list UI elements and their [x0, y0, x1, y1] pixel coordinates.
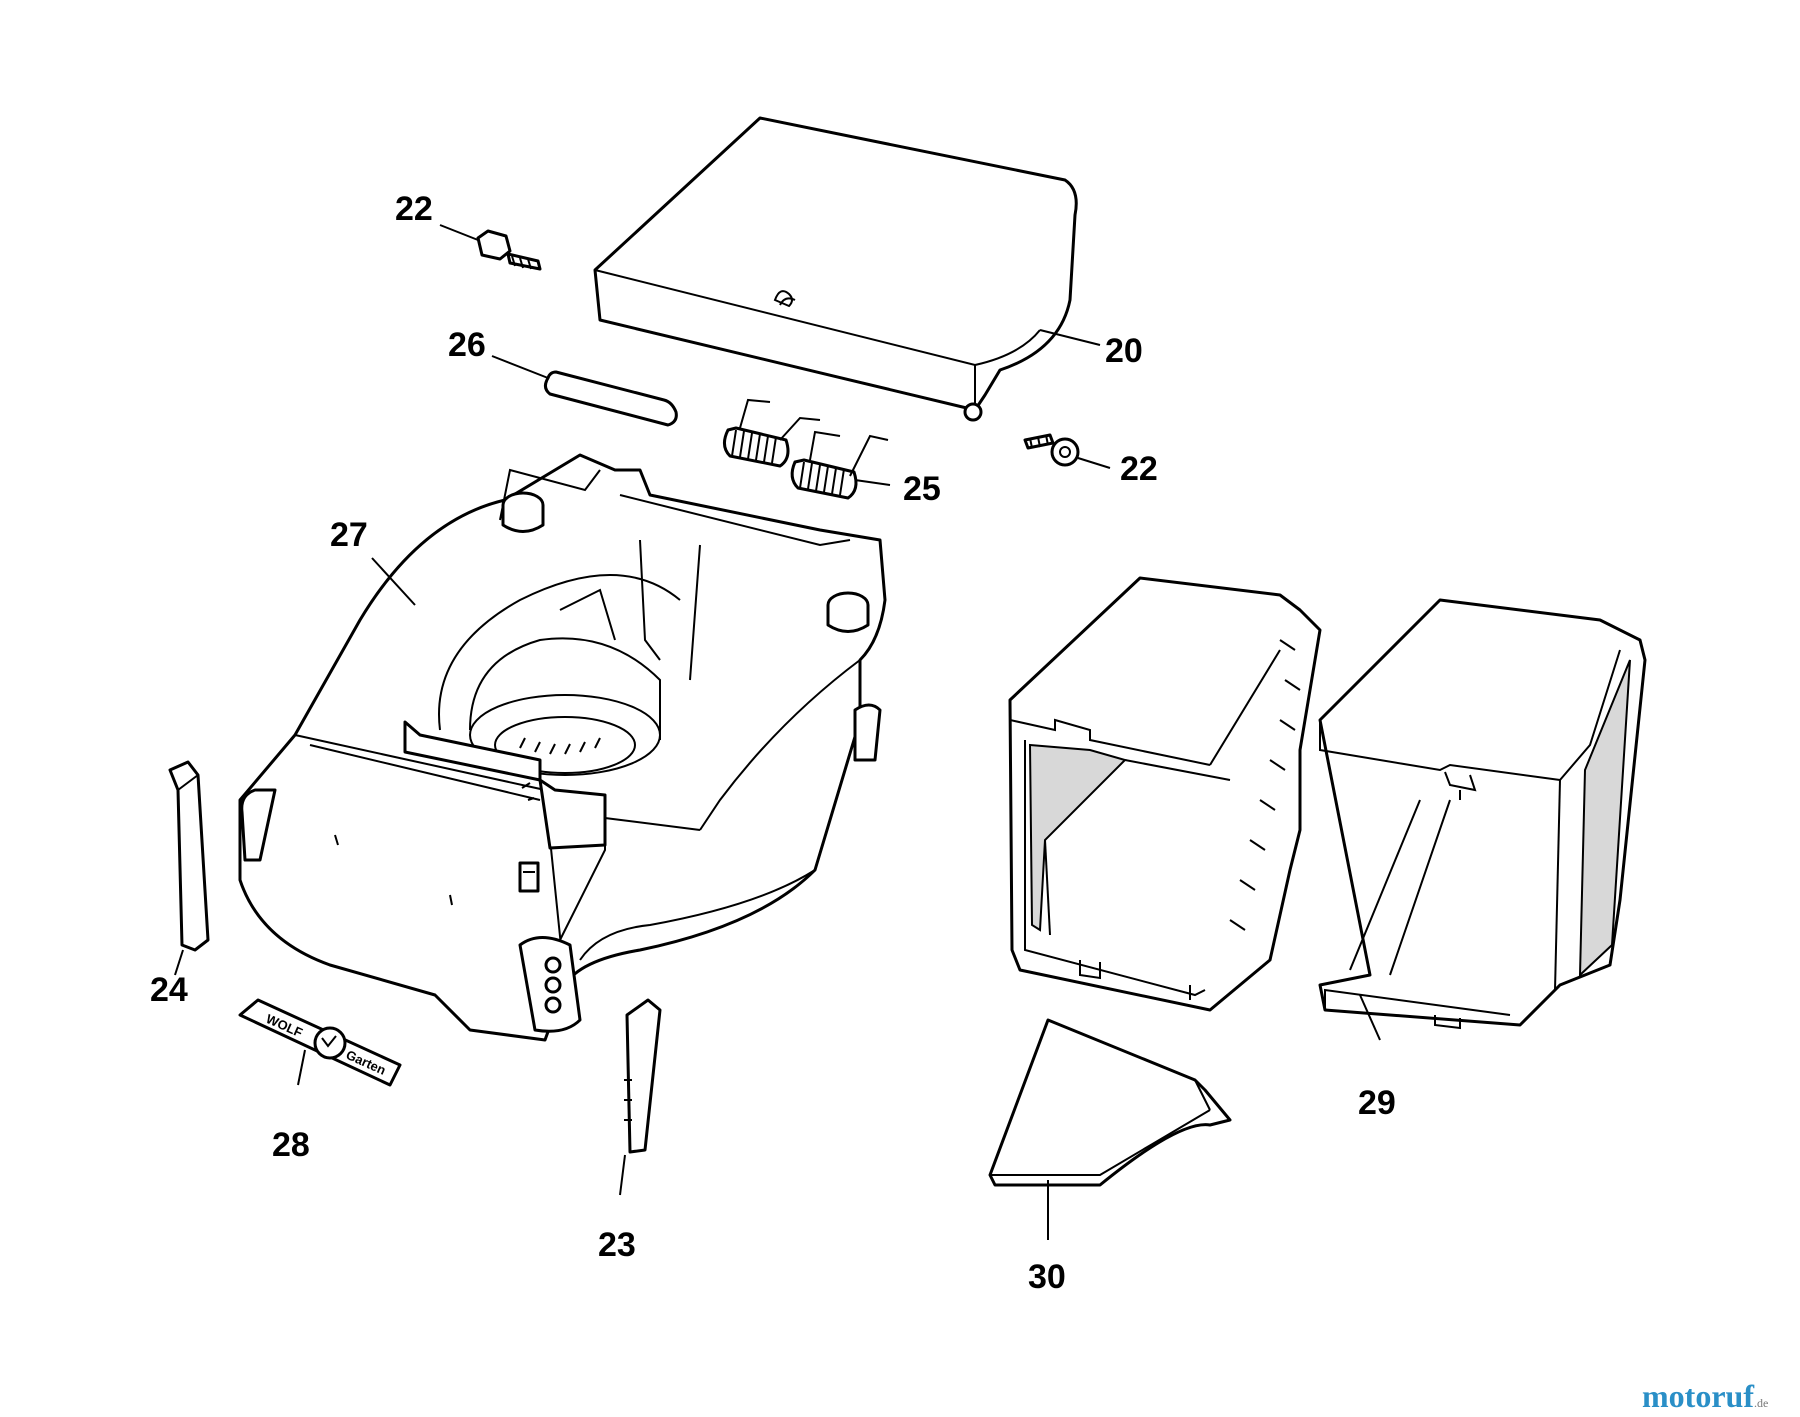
callout-23: 23 — [598, 1226, 636, 1264]
part-22-screw-top — [476, 229, 542, 271]
callout-27: 27 — [330, 516, 368, 554]
callout-25: 25 — [903, 470, 941, 508]
callout-20: 20 — [1105, 332, 1143, 370]
part-22-screw-right — [1023, 433, 1080, 467]
part-29-grass-box-right — [1318, 598, 1647, 1030]
part-25-springs — [723, 398, 889, 500]
leader-27 — [371, 557, 416, 606]
callout-29: 29 — [1358, 1084, 1396, 1122]
part-30-chute — [988, 1018, 1232, 1187]
callout-28: 28 — [272, 1126, 310, 1164]
watermark-main: motoruf — [1642, 1378, 1754, 1414]
part-23-height-strip — [624, 998, 662, 1154]
leader-25 — [854, 479, 891, 486]
leader-22a — [439, 224, 479, 241]
leader-26 — [491, 355, 549, 379]
callout-22-top: 22 — [395, 190, 433, 228]
callout-30: 30 — [1028, 1258, 1066, 1296]
callout-22-right: 22 — [1120, 450, 1158, 488]
leader-23 — [619, 1154, 626, 1196]
part-28-logo-plate — [238, 998, 402, 1087]
callout-24: 24 — [150, 971, 188, 1009]
grass-box-left — [1008, 576, 1322, 1012]
watermark-logo: motoruf.de — [1642, 1378, 1768, 1415]
leader-lines — [174, 224, 1381, 1240]
leader-24 — [174, 949, 184, 976]
part-24-side-clip — [168, 760, 210, 952]
part-27-deck-housing — [238, 453, 887, 1042]
leader-29 — [1359, 994, 1381, 1041]
callout-26: 26 — [448, 326, 486, 364]
leader-20 — [1039, 329, 1101, 346]
part-20-cover — [593, 116, 1078, 422]
leader-28 — [297, 1049, 306, 1086]
watermark-suffix: .de — [1753, 1396, 1769, 1410]
part-26-rod — [543, 370, 678, 427]
leader-22b — [1077, 457, 1111, 469]
